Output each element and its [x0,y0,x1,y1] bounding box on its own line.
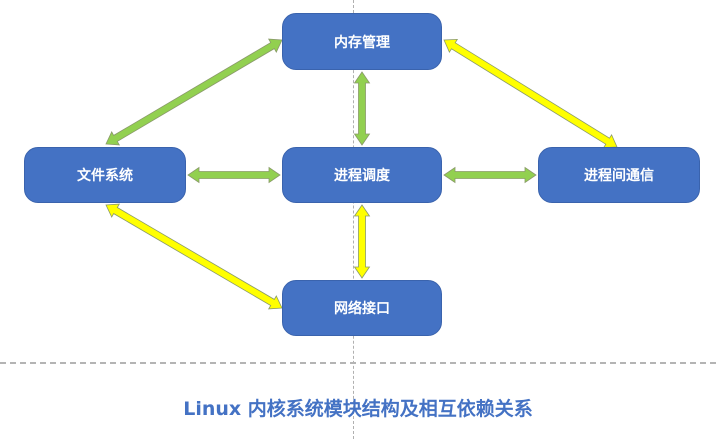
arrow-memory-scheduler [353,71,371,146]
diagram-title: Linux 内核系统模块结构及相互依赖关系 [183,398,533,420]
arrow-scheduler-network [353,204,371,279]
vertical-guide-line [353,0,354,439]
node-process-scheduler: 进程调度 [282,147,442,203]
node-file-system: 文件系统 [24,147,186,203]
node-memory-management: 内存管理 [282,13,442,70]
arrow-filesystem-network [105,203,283,310]
horizontal-guide-line [0,362,716,364]
arrow-filesystem-memory [105,38,283,146]
arrow-memory-ipc [443,38,618,149]
arrow-scheduler-ipc [443,166,537,184]
node-ipc: 进程间通信 [538,147,700,203]
node-network-interface: 网络接口 [282,280,442,336]
arrow-filesystem-scheduler [187,166,281,184]
